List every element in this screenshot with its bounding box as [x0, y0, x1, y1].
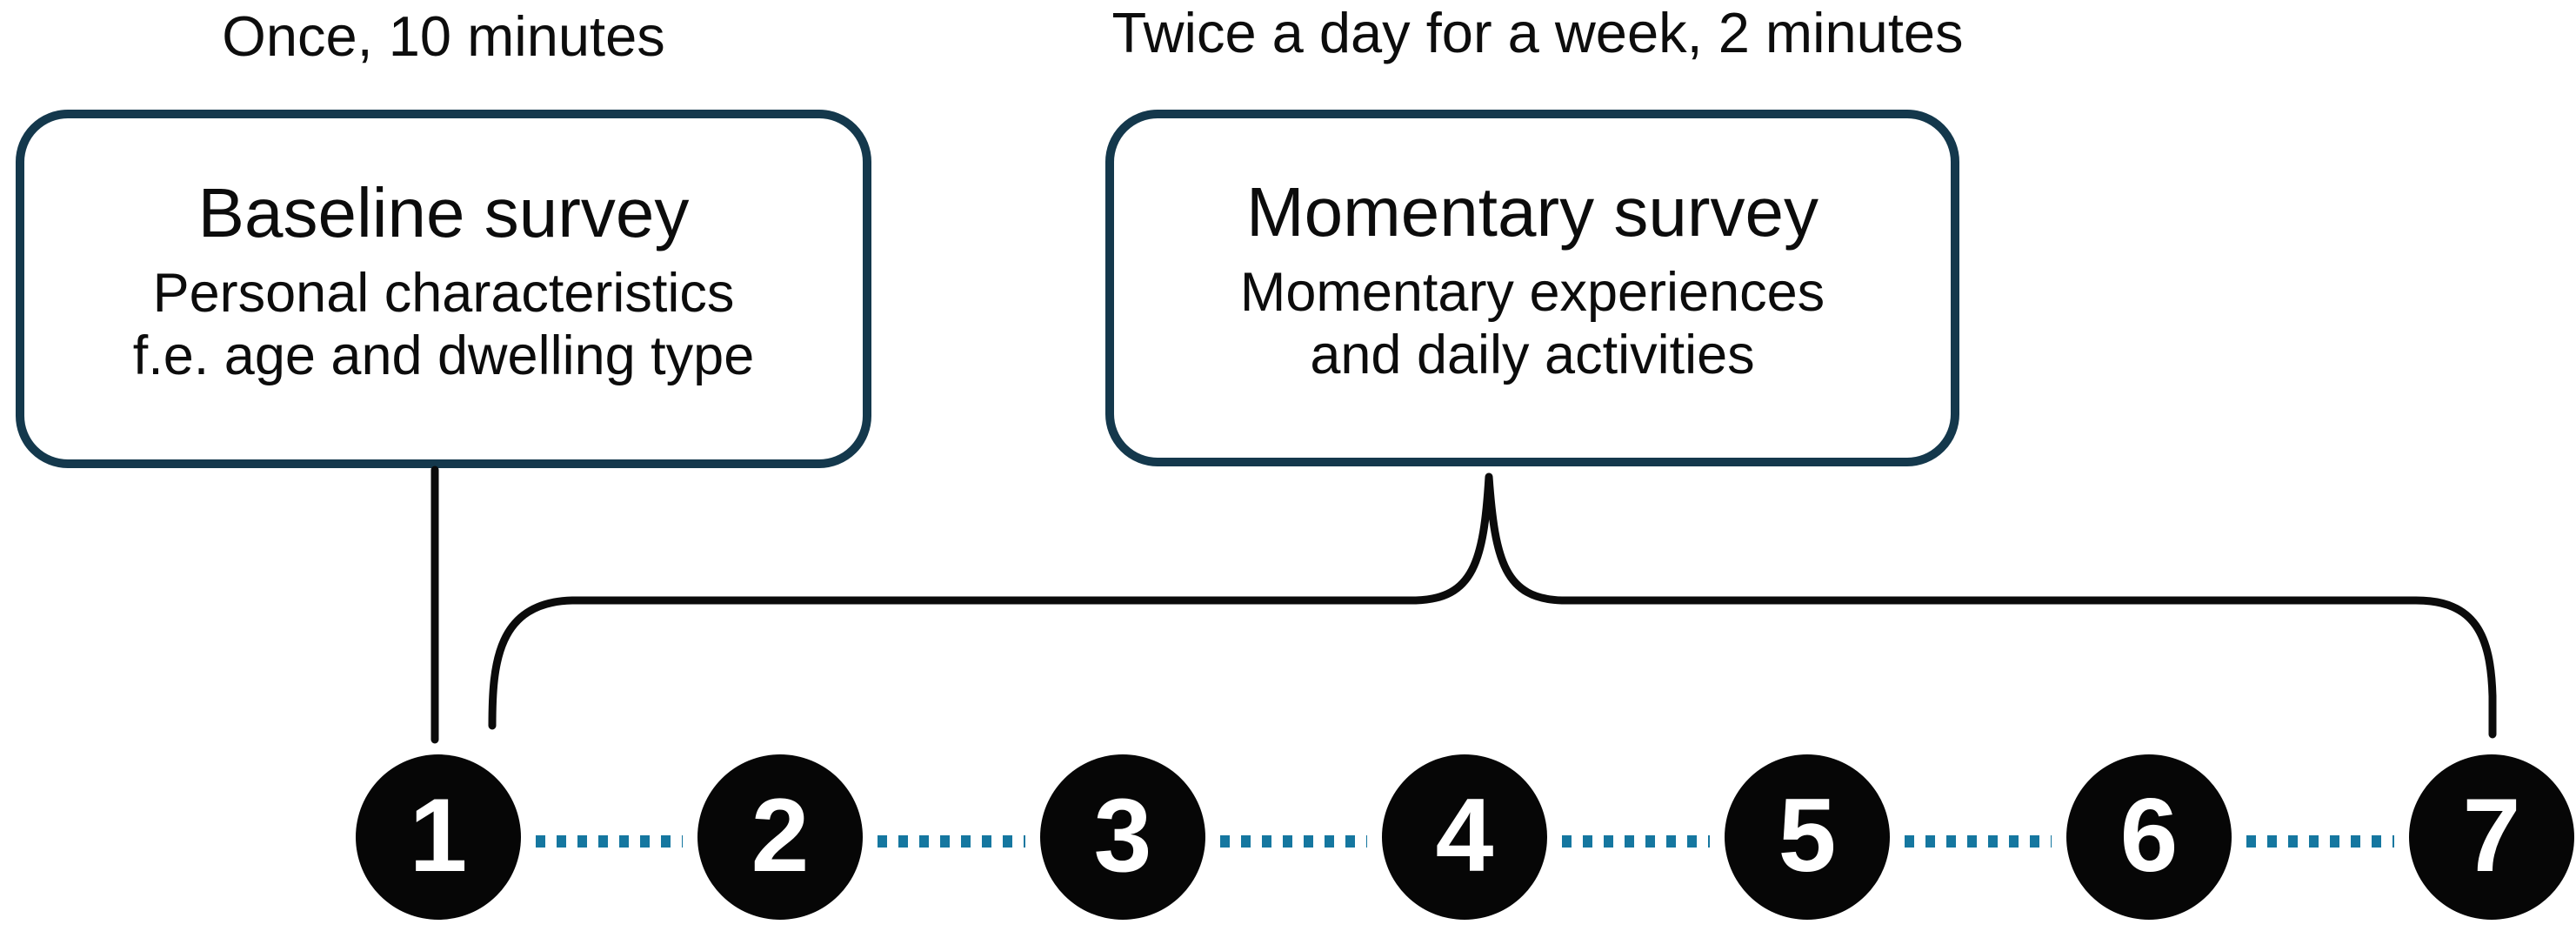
momentary-brace [488, 472, 2497, 739]
timeline-step-1: 1 [356, 754, 521, 920]
timeline-step-4: 4 [1382, 754, 1547, 920]
momentary-survey-title: Momentary survey [1246, 172, 1819, 251]
timeline-step-3: 3 [1040, 754, 1205, 920]
momentary-survey-description-line1: Momentary experiences [1239, 261, 1825, 323]
timeline-step-2: 2 [697, 754, 863, 920]
baseline-survey-description-line1: Personal characteristics [152, 262, 735, 324]
baseline-frequency-label: Once, 10 minutes [222, 4, 665, 68]
timeline-step-6: 6 [2066, 754, 2232, 920]
momentary-survey-box: Momentary survey Momentary experiences a… [1105, 110, 1959, 466]
baseline-survey-title: Baseline survey [197, 173, 690, 251]
momentary-frequency-label: Twice a day for a week, 2 minutes [1111, 1, 1964, 64]
timeline-step-7: 7 [2409, 754, 2574, 920]
timeline-step-5: 5 [1725, 754, 1890, 920]
momentary-survey-description-line2: and daily activities [1310, 325, 1755, 385]
baseline-survey-box: Baseline survey Personal characteristics… [16, 110, 871, 468]
baseline-survey-description-line2: f.e. age and dwelling type [132, 325, 755, 386]
